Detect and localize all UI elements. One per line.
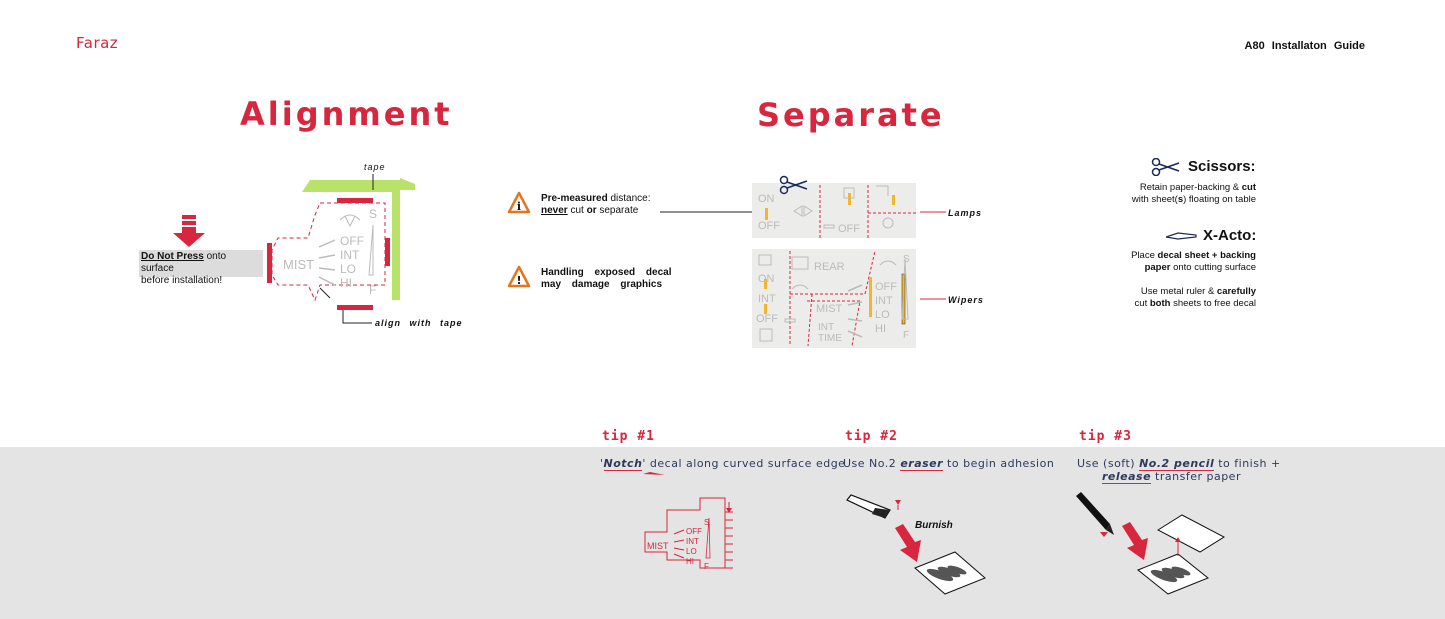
tip1-heading: tip #1 xyxy=(602,429,655,444)
top-tape-marker xyxy=(337,198,373,203)
wiper-int-label: INT xyxy=(758,293,776,305)
align-leader xyxy=(342,310,372,324)
brand-logo: Faraz xyxy=(76,34,119,52)
left-tape-marker xyxy=(267,243,272,283)
wipers-panel xyxy=(752,249,916,348)
decal-label-s: S xyxy=(369,207,378,221)
burnish-arrow xyxy=(895,524,921,562)
wiper-icon xyxy=(339,214,361,228)
wiper-f-label: F xyxy=(903,330,910,341)
premeasured-note: Pre-measured distance: never cut or sepa… xyxy=(541,193,651,216)
decal-label-mist: MIST xyxy=(283,257,315,272)
lamps-scissors-icon xyxy=(779,175,808,195)
tip1-s-label: S xyxy=(704,518,710,527)
tip1-f-label: F xyxy=(704,562,709,571)
tip3-text: Use (soft) No.2 pencil to finish + relea… xyxy=(1077,457,1281,484)
tip2-heading: tip #2 xyxy=(845,429,898,444)
lamps-panel-art xyxy=(765,185,916,238)
wiper-rear-label: REAR xyxy=(814,261,845,273)
exclaim-warning-icon: ! xyxy=(507,265,531,288)
svg-text:i: i xyxy=(517,200,521,213)
speed-lines xyxy=(318,239,336,286)
decal-outline xyxy=(271,202,386,302)
tape-end xyxy=(400,178,415,190)
wiper-off-label: OFF xyxy=(756,313,778,325)
xacto-title: X-Acto: xyxy=(1203,227,1257,244)
mist-needle xyxy=(368,224,374,276)
note-leader-line xyxy=(660,211,760,213)
scissors-title: Scissors: xyxy=(1188,158,1256,175)
tip1-text: 'Notch' decal along curved surface edge xyxy=(600,457,846,471)
do-not-press-note: Do Not Press onto surface before install… xyxy=(139,250,263,286)
wipers-panel-art xyxy=(758,250,909,347)
tape-label: tape xyxy=(364,162,386,172)
info-warning-icon: i xyxy=(507,191,531,214)
svg-text:!: ! xyxy=(516,274,521,287)
tip3-pencil-illustration xyxy=(1076,492,1226,595)
separate-title: Separate xyxy=(757,96,945,134)
scissors-icon xyxy=(1151,158,1180,176)
alignment-diagram xyxy=(267,174,415,324)
xacto-instructions: Place decal sheet + backing paper onto c… xyxy=(1131,250,1256,273)
tip2-eraser-illustration xyxy=(846,494,986,595)
scissors-instructions: Retain paper-backing & cut with sheet(s)… xyxy=(1131,182,1256,205)
wiper-on-label: ON xyxy=(758,273,775,285)
wiper-mist-label: MIST xyxy=(816,303,843,315)
wipers-label: Wipers xyxy=(948,295,984,305)
down-arrow-icon xyxy=(173,215,205,247)
tape-strip xyxy=(302,180,400,300)
ruler-instructions: Use metal ruler & carefully cut both she… xyxy=(1134,286,1256,309)
lamp-off2-label: OFF xyxy=(838,223,860,235)
lamp-off-label: OFF xyxy=(758,220,780,232)
lamps-panel xyxy=(752,183,916,238)
decal-label-f: F xyxy=(369,283,377,297)
align-label: align with tape xyxy=(375,318,463,328)
tip2-text: Use No.2 eraser to begin adhesion xyxy=(843,457,1055,471)
burnish-label: Burnish xyxy=(915,520,953,531)
lamp-on-label: ON xyxy=(758,193,775,205)
bottom-tape-marker xyxy=(337,305,373,310)
xacto-icon xyxy=(1166,232,1197,240)
wiper-s-label: S xyxy=(903,254,910,265)
right-tape-marker xyxy=(385,238,390,266)
alignment-title: Alignment xyxy=(240,95,453,133)
tip1-mist-label: MIST xyxy=(647,541,669,551)
tip3-heading: tip #3 xyxy=(1079,429,1132,444)
document-title: A80 Installaton Guide xyxy=(1244,40,1365,52)
tip1-notch-illustration xyxy=(643,472,733,569)
lamps-label: Lamps xyxy=(948,208,983,218)
